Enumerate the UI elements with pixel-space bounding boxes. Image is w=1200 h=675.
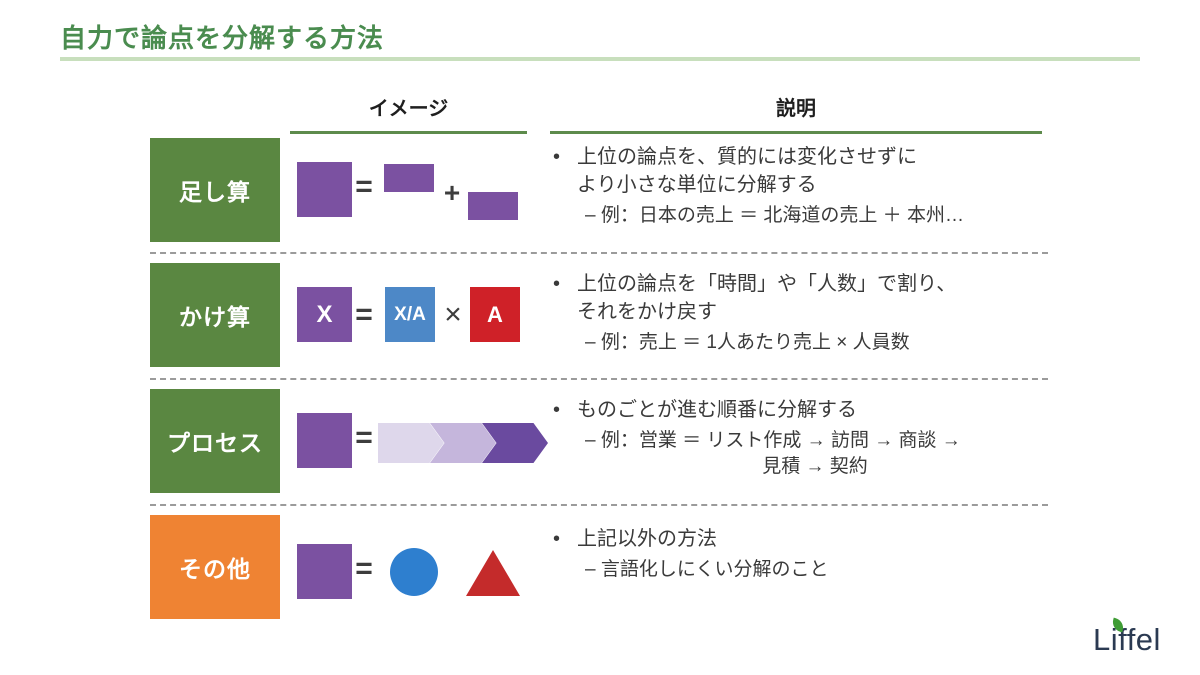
- bullet-marker: •: [553, 273, 561, 295]
- bullet-marker: •: [553, 146, 561, 168]
- process-chevron-1: [378, 423, 444, 463]
- table-row-multiplication: かけ算 X = X/A × A • 上位の論点を「時間」や「人数」で割り、 それを…: [0, 263, 1200, 367]
- description-line: • 上位の論点を、質的には変化させずに: [553, 143, 1053, 171]
- equals-sign: =: [355, 552, 373, 585]
- liffel-logo: Liffel: [1093, 617, 1161, 658]
- whole-square-shape: [297, 413, 352, 468]
- row-label-addition: 足し算: [150, 138, 280, 242]
- description-text: より小さな単位に分解する: [577, 174, 817, 196]
- equals-sign: =: [355, 298, 373, 331]
- x-square-shape: X: [297, 287, 352, 342]
- example-text: – 例：売上 ＝ 1人あたり売上 × 人員数: [585, 332, 910, 353]
- logo-text-i: i: [1110, 622, 1119, 657]
- row-separator: [150, 504, 1048, 506]
- times-sign: ×: [444, 298, 462, 331]
- part-rect-upper-shape: [384, 164, 434, 192]
- logo-text-ffel: ffel: [1118, 622, 1161, 657]
- example-text-continued: 見積 → 契約: [762, 456, 868, 477]
- row-description-addition: • 上位の論点を、質的には変化させずに より小さな単位に分解する – 例：日本の売…: [553, 143, 1053, 229]
- title-divider: [60, 57, 1140, 61]
- equals-sign: =: [355, 421, 373, 454]
- description-text: 上位の論点を「時間」や「人数」で割り、: [577, 273, 957, 295]
- column-header-image: イメージ: [290, 92, 527, 134]
- example-text: – 例：営業 ＝ リスト作成 → 訪問 → 商談 →: [585, 430, 961, 451]
- xa-square-shape: X/A: [385, 287, 435, 342]
- description-text: ものごとが進む順番に分解する: [577, 399, 857, 421]
- row-label-multiplication: かけ算: [150, 263, 280, 367]
- table-row-addition: 足し算 = + • 上位の論点を、質的には変化させずに より小さな単位に分解する …: [0, 138, 1200, 242]
- a-square-shape: A: [470, 287, 520, 342]
- whole-square-shape: [297, 544, 352, 599]
- description-line: • 上位の論点を「時間」や「人数」で割り、: [553, 270, 1053, 298]
- row-description-multiplication: • 上位の論点を「時間」や「人数」で割り、 それをかけ戻す – 例：売上 ＝ 1人…: [553, 270, 1053, 356]
- blue-circle-shape: [390, 548, 438, 596]
- example-text: – 言語化しにくい分解のこと: [585, 559, 829, 580]
- row-label-other: その他: [150, 515, 280, 619]
- row-separator: [150, 252, 1048, 254]
- page-title: 自力で論点を分解する方法: [60, 23, 385, 53]
- row-label-process: プロセス: [150, 389, 280, 493]
- description-text: 上記以外の方法: [577, 528, 717, 550]
- part-rect-lower-shape: [468, 192, 518, 220]
- description-line: • 上記以外の方法: [553, 525, 1053, 553]
- row-description-other: • 上記以外の方法 – 言語化しにくい分解のこと: [553, 525, 1053, 583]
- bullet-marker: •: [553, 399, 561, 421]
- bullet-marker: •: [553, 528, 561, 550]
- description-text: 上位の論点を、質的には変化させずに: [577, 146, 917, 168]
- column-header-description: 説明: [550, 92, 1042, 134]
- example-text: – 例：日本の売上 ＝ 北海道の売上 ＋ 本州…: [585, 205, 964, 226]
- description-line: • ものごとが進む順番に分解する: [553, 396, 1053, 424]
- description-text: それをかけ戻す: [577, 301, 717, 323]
- table-row-other: その他 = • 上記以外の方法 – 言語化しにくい分解のこと: [0, 515, 1200, 619]
- plus-sign: +: [443, 177, 461, 208]
- red-triangle-shape: [466, 550, 520, 596]
- logo-text-l: L: [1093, 622, 1111, 657]
- table-row-process: プロセス = • ものごとが進む順番に分解する – 例：営業 ＝ リスト作成 → …: [0, 389, 1200, 493]
- equals-sign: =: [355, 170, 373, 203]
- row-description-process: • ものごとが進む順番に分解する – 例：営業 ＝ リスト作成 → 訪問 → 商談…: [553, 396, 1053, 480]
- whole-square-shape: [297, 162, 352, 217]
- row-separator: [150, 378, 1048, 380]
